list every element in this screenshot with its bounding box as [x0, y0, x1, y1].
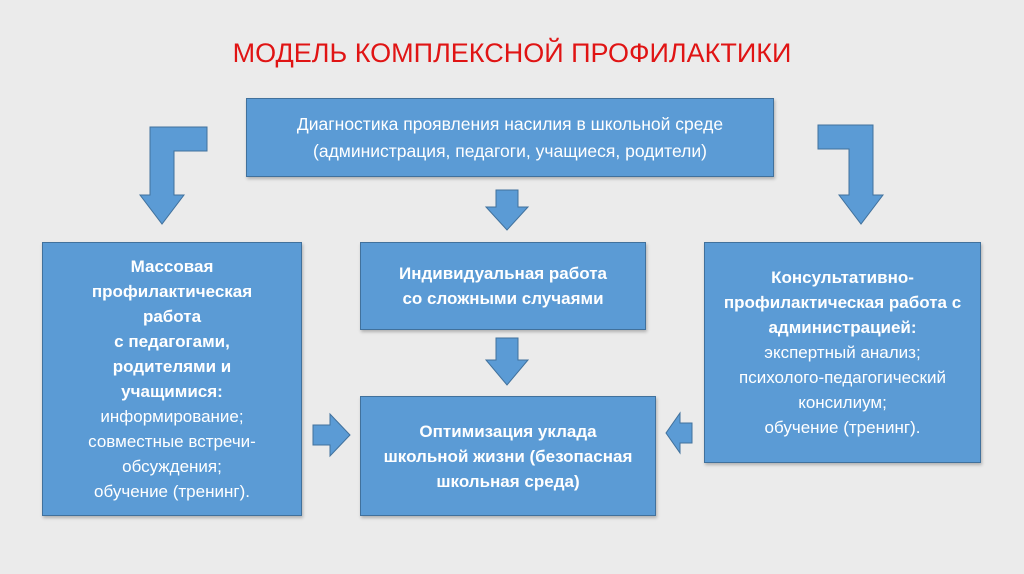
mass-prevention-heading-3: работа [142, 307, 202, 326]
individual-work-line-2: со сложными случаями [402, 289, 604, 308]
mass-prevention-box: Массовая профилактическая работа с педаг… [42, 242, 302, 516]
mass-prevention-heading-5: родителями и [112, 357, 232, 376]
arrow-down-center-bottom [484, 337, 530, 386]
optimization-line-1: Оптимизация уклада [419, 421, 597, 441]
mass-prevention-item-2: совместные встречи- [88, 432, 256, 451]
arrow-bent-right [817, 124, 885, 225]
individual-work-line-1: Индивидуальная работа [398, 264, 607, 283]
consultative-item-1: экспертный анализ; [764, 343, 921, 362]
consultative-work-box: Консультативно- профилактическая работа … [704, 242, 981, 463]
diagnostics-line-2: (администрация, педагоги, учащиеся, роди… [313, 140, 707, 161]
consultative-heading-1: Консультативно- [771, 268, 914, 287]
optimization-line-2: школьной жизни (безопасная [383, 446, 633, 466]
consultative-item-4: обучение (тренинг). [764, 418, 921, 437]
consultative-item-2: психолого-педагогический [739, 368, 946, 387]
optimization-line-3: школьная среда) [436, 471, 580, 491]
mass-prevention-heading-2: профилактическая [91, 282, 253, 301]
consultative-item-3: консилиум; [798, 393, 887, 412]
mass-prevention-item-4: обучение (тренинг). [94, 482, 250, 501]
arrow-right-left-bottom [312, 412, 351, 458]
consultative-heading-2: профилактическая работа с [723, 293, 962, 312]
mass-prevention-heading-6: учащимися: [121, 382, 223, 401]
school-life-optimization-box: Оптимизация уклада школьной жизни (безоп… [360, 396, 656, 516]
diagnostics-line-1: Диагностика проявления насилия в школьно… [296, 113, 724, 134]
arrow-left-right-bottom [665, 411, 693, 455]
diagram-title: МОДЕЛЬ КОМПЛЕКСНОЙ ПРОФИЛАКТИКИ [232, 38, 792, 68]
diagnostics-box: Диагностика проявления насилия в школьно… [246, 98, 774, 177]
mass-prevention-item-3: обсуждения; [122, 457, 222, 476]
mass-prevention-item-1: информирование; [100, 407, 244, 426]
individual-work-box: Индивидуальная работа со сложными случая… [360, 242, 646, 330]
mass-prevention-heading-4: с педагогами, [114, 332, 230, 351]
mass-prevention-heading-1: Массовая [130, 257, 214, 276]
arrow-down-top-center [484, 189, 530, 231]
consultative-heading-3: администрацией: [768, 318, 917, 337]
arrow-bent-left [138, 126, 208, 225]
